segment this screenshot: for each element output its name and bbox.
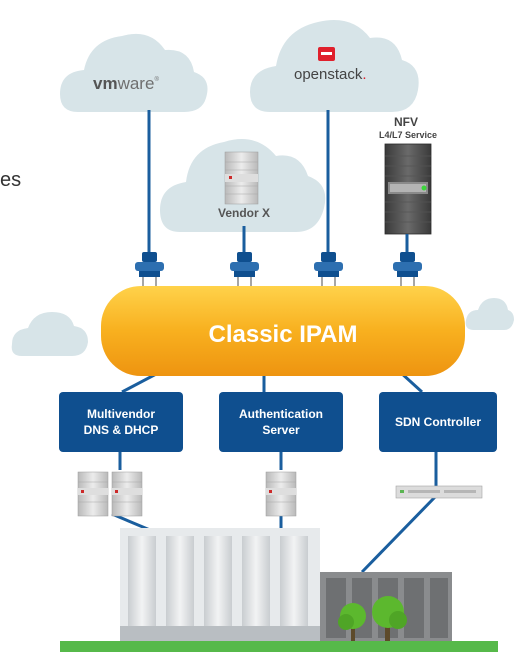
connector-vendor-x — [230, 252, 259, 290]
vendor-x-server-icon — [224, 151, 259, 205]
vmware-logo: vmware® — [93, 74, 159, 93]
side-text: es — [0, 169, 21, 191]
multivendor-dns-dhcp-line1: Multivendor — [86, 407, 155, 421]
authentication-server-line2: Server — [262, 423, 300, 437]
side-cloud-left — [11, 312, 88, 356]
grass-strip — [60, 641, 498, 652]
authentication-server-line1: Authentication — [239, 407, 323, 421]
vendor-x-label: Vendor X — [218, 206, 270, 220]
device-links — [111, 452, 438, 574]
connector-nfv — [393, 252, 422, 290]
nfv-title: NFV — [394, 115, 418, 129]
side-cloud-right — [465, 298, 514, 330]
connector-openstack — [314, 252, 343, 290]
nfv-subtitle: L4/L7 Service — [379, 130, 437, 140]
datacenter-building — [120, 528, 320, 644]
sdn-controller-box: SDN Controller — [379, 392, 497, 452]
connector-vmware — [135, 252, 164, 290]
cloud-links — [147, 110, 409, 254]
tree-icon-2 — [372, 596, 407, 644]
openstack-cloud — [250, 20, 419, 112]
auth-server-icon — [265, 471, 297, 517]
dns-server-icon-2 — [111, 471, 143, 517]
sdn-switch-icon — [395, 485, 483, 499]
vmware-cloud — [60, 33, 208, 112]
openstack-logo: openstack. — [294, 66, 367, 83]
sdn-controller-line1: SDN Controller — [394, 415, 481, 429]
openstack-icon — [318, 47, 335, 61]
tree-icon-1 — [338, 603, 366, 644]
nfv-server-icon — [384, 143, 432, 235]
classic-ipam-hub — [101, 286, 465, 376]
dns-server-icon-1 — [77, 471, 109, 517]
multivendor-dns-dhcp-line2: DNS & DHCP — [83, 423, 159, 437]
classic-ipam-label: Classic IPAM — [209, 321, 358, 348]
